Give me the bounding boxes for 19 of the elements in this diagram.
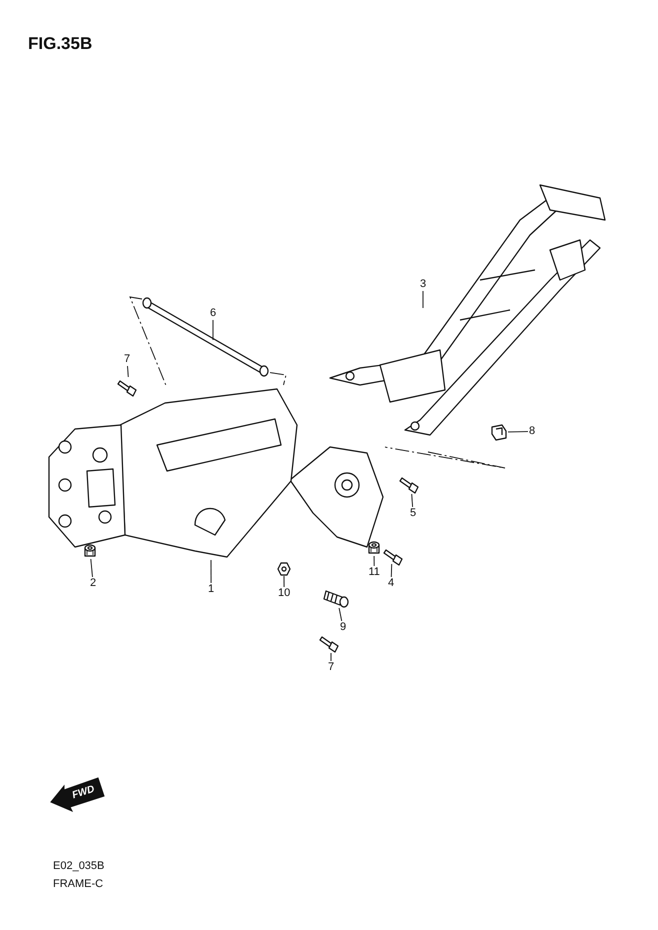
section-name: FRAME-C	[53, 878, 104, 890]
leader-line	[210, 560, 212, 584]
direction-label: FWD	[70, 784, 96, 802]
leader-line	[127, 366, 129, 378]
leader-line	[422, 290, 424, 308]
leader-line	[374, 556, 375, 566]
figure-title: FIG.35B	[28, 34, 92, 54]
leader-line	[411, 494, 414, 508]
diagram-code: E02_035B	[53, 860, 104, 872]
leader-line	[212, 320, 214, 340]
leader-line	[90, 558, 93, 578]
assembly-line	[270, 372, 287, 386]
assembly-line	[129, 296, 166, 386]
leader-line	[284, 576, 285, 588]
leader-line	[330, 652, 332, 662]
leader-line	[508, 431, 528, 432]
assembly-line	[384, 446, 506, 468]
leader-line	[390, 564, 392, 578]
leader-line	[338, 608, 342, 622]
